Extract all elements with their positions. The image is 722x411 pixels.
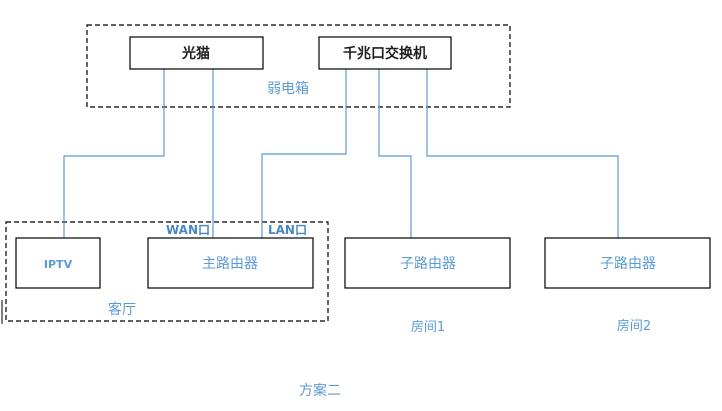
wire-switch-to-main-router-lan — [261, 69, 347, 238]
wan-port-label: WAN口 — [166, 223, 210, 237]
living-room-region — [5, 221, 329, 322]
iptv-label: IPTV — [44, 258, 73, 271]
living-room-label: 客厅 — [108, 301, 136, 318]
iptv-box — [15, 237, 101, 289]
weak-box-region — [86, 24, 511, 108]
diagram-caption: 方案二 — [299, 382, 341, 399]
lan-port-label: LAN口 — [268, 223, 307, 237]
main-router-label: 主路由器 — [202, 256, 258, 272]
room-1-label: 房间1 — [411, 319, 445, 335]
switch-label: 千兆口交换机 — [343, 45, 427, 62]
modem-box — [129, 36, 264, 70]
main-router-box — [147, 237, 314, 289]
wire-modem-to-iptv — [63, 69, 165, 238]
switch-box — [318, 36, 452, 70]
wire-switch-to-sub-router-2 — [426, 69, 619, 238]
sub-router-1-box — [344, 237, 511, 289]
sub-router-1-label: 子路由器 — [400, 256, 456, 272]
modem-label: 光猫 — [181, 45, 210, 62]
wire-switch-to-sub-router-1 — [378, 69, 412, 238]
room-2-label: 房间2 — [617, 318, 651, 334]
weak-box-label: 弱电箱 — [267, 81, 309, 97]
sub-router-2-box — [544, 237, 711, 289]
sub-router-2-label: 子路由器 — [600, 256, 656, 272]
